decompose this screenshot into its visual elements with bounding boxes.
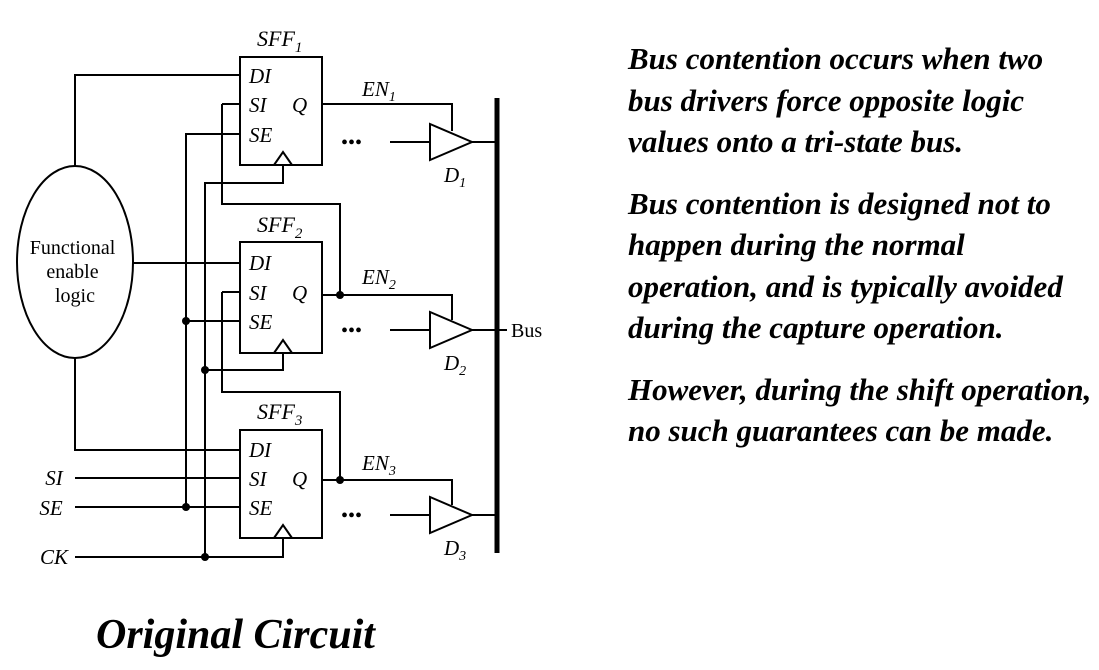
en2-wire [322,294,453,320]
logic-label-2: enable [46,261,98,283]
sff1-clock-marker [273,150,293,166]
ellipsis-2: ••• [341,320,362,342]
svg-text:Functional enable logi: Functional enable logic [30,237,121,307]
svg-text:SI SE CK: SI SE CK [39,466,69,569]
junction-q2 [336,291,344,299]
sff3-pin-di: DI [248,438,272,462]
en2-label: EN2 [361,265,396,293]
sff3-label: SFF3 [257,399,302,429]
sff2-pin-si: SI [249,281,268,305]
sff3-clock-marker [273,523,293,539]
svg-text:DI SI SE Q: DI SI SE Q [248,251,307,334]
scan-circuit-diagram: Functional enable logic SFF1 SFF2 SFF3 D… [16,26,542,569]
note-paragraph-3: However, during the shift operation, no … [628,371,1092,449]
bus-label: Bus [511,320,542,342]
note-paragraph-1: Bus contention occurs when two bus drive… [628,41,1044,159]
driver-d3 [429,495,475,535]
sff1-label: SFF1 [257,26,302,56]
en1-label: EN1 [361,77,396,105]
d2-label: D2 [443,351,466,379]
ck-wire [75,538,284,558]
driver-d2 [429,310,475,350]
sff1-pin-si: SI [249,93,268,117]
sff2-label: SFF2 [257,212,303,242]
junction-q3 [336,476,344,484]
scan-q1-to-si2 [221,104,341,295]
en3-wire [322,479,453,505]
sff3-box [239,429,323,539]
sff3-pin-si: SI [249,467,268,491]
explanation-text: Bus contention occurs when two bus drive… [628,38,1094,472]
sff2-pin-di: DI [248,251,272,275]
sff1-pin-q: Q [292,93,307,117]
sff3-pin-q: Q [292,467,307,491]
en3-label: EN3 [361,451,396,479]
junction-ck2 [201,366,209,374]
sff1-pin-se: SE [249,123,273,147]
di1-wire [74,74,240,166]
d3-label: D3 [443,536,466,564]
ck2-branch [205,353,284,371]
svg-text:DI SI SE Q: DI SI SE Q [248,438,307,520]
di3-wire [74,358,240,451]
logic-label-3: logic [55,285,95,307]
ellipsis-1: ••• [341,132,362,154]
sff2-box [239,241,323,354]
driver-d1 [429,122,475,162]
ellipsis-3: ••• [341,505,362,527]
diagram-caption: Original Circuit [96,612,375,658]
sff2-pin-se: SE [249,310,273,334]
junction-ck3 [201,553,209,561]
sff2-clock-marker [273,338,293,354]
d1-label: D1 [443,163,466,191]
sff2-pin-q: Q [292,281,307,305]
scan-q2-to-si3 [221,292,341,480]
svg-text:DI SI SE Q: DI SI SE Q [248,64,307,147]
input-se-label: SE [39,496,63,520]
en1-wire [322,103,453,131]
input-si-label: SI [45,466,64,490]
input-ck-label: CK [40,545,69,569]
sff1-box [239,56,323,166]
sff3-pin-se: SE [249,496,273,520]
sff1-pin-di: DI [248,64,272,88]
note-paragraph-2: Bus contention is designed not to happen… [628,185,1063,346]
junction-se2 [182,317,190,325]
logic-label-1: Functional [30,237,116,259]
junction-se3 [182,503,190,511]
